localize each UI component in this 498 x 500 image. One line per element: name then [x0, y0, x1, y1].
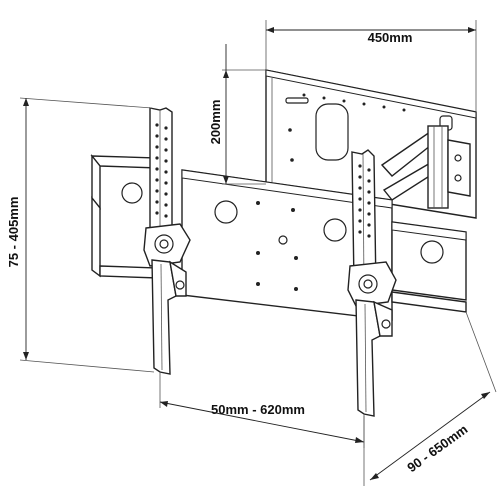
articulating-arm	[380, 125, 471, 209]
dimension-horizontal-range: 50mm - 620mm	[159, 372, 365, 448]
left-vertical-bracket	[143, 107, 191, 375]
dimension-450mm: 450mm	[265, 20, 477, 112]
label-vertical-range: 75 - 405mm	[6, 197, 21, 268]
label-depth-range: 90 - 650mm	[404, 421, 470, 475]
dimension-200mm: 200mm	[208, 44, 266, 185]
lower-rail	[91, 196, 467, 313]
right-vertical-bracket	[347, 149, 397, 417]
label-200mm: 200mm	[208, 100, 223, 145]
label-450mm: 450mm	[368, 30, 413, 45]
wall-plate	[265, 69, 477, 219]
upper-rail	[90, 154, 159, 210]
dimension-vertical-range: 75 - 405mm	[6, 97, 155, 373]
dimension-depth-range: 90 - 650mm	[363, 311, 497, 486]
label-horizontal-range: 50mm - 620mm	[211, 402, 305, 417]
